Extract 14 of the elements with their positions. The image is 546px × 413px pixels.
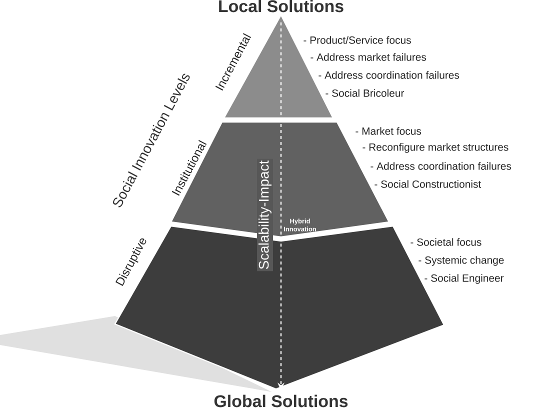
edge-label: Scalability-Impact xyxy=(257,158,273,272)
bullet-item: - Social Constructionist xyxy=(374,180,482,188)
bullet-item: - Societal focus xyxy=(410,238,482,246)
bullet-item: - Address market failures xyxy=(310,53,426,61)
heading: Local Solutions xyxy=(219,0,344,12)
bullet-item: - Systemic change xyxy=(418,256,504,266)
bullet-item: - Reconfigure market structures xyxy=(362,143,508,153)
bullet-item: - Market focus xyxy=(356,127,422,135)
heading: Global Solutions xyxy=(214,394,348,408)
bullet-item: - Social Bricoleur xyxy=(326,89,404,97)
bullet-item: - Address coordination failures xyxy=(370,162,512,170)
bullet-item: - Address coordination failures xyxy=(318,71,460,79)
bullet-item: - Product/Service focus xyxy=(304,36,411,44)
bullet-item: - Social Engineer xyxy=(424,274,504,284)
